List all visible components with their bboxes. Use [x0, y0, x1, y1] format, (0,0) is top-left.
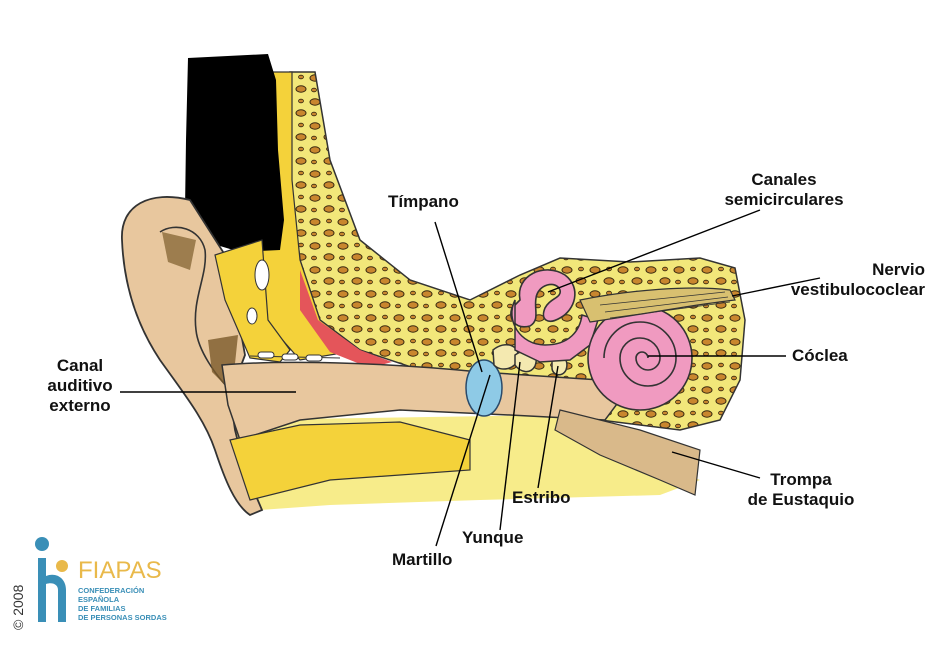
label-canal-auditivo-externo: Canal auditivo externo [36, 356, 124, 416]
label-timpano-text: Tímpano [388, 192, 459, 212]
label-line: de Eustaquio [736, 490, 866, 510]
label-line: Cóclea [792, 346, 848, 366]
label-line: Canales [714, 170, 854, 190]
label-line: semicirculares [714, 190, 854, 210]
label-yunque: Yunque [462, 528, 523, 548]
label-line: Estribo [512, 488, 571, 508]
logo-sub-line: DE PERSONAS SORDAS [78, 613, 167, 622]
label-line: Martillo [392, 550, 452, 570]
label-line: Trompa [736, 470, 866, 490]
label-line: Nervio [760, 260, 925, 280]
cochlea [588, 306, 692, 410]
label-canales-semicirculares: Canales semicirculares [714, 170, 854, 210]
label-martillo: Martillo [392, 550, 452, 570]
logo-subtitle: CONFEDERACIÓN ESPAÑOLA DE FAMILIAS DE PE… [78, 586, 167, 622]
logo-name: FIAPAS [78, 557, 162, 585]
copyright-notice: © 2008 [10, 585, 26, 630]
logo-sub-line: CONFEDERACIÓN [78, 586, 167, 595]
cartilage-spot-2 [247, 308, 257, 324]
logo-sub-line: DE FAMILIAS [78, 604, 167, 613]
fiapas-logo-mark [32, 536, 76, 628]
eardrum [466, 360, 502, 416]
label-line: externo [36, 396, 124, 416]
label-nervio-vestibulococlear: Nervio vestibulococlear [760, 260, 925, 300]
label-trompa-de-eustaquio: Trompa de Eustaquio [736, 470, 866, 510]
label-line: Canal [36, 356, 124, 376]
logo-sub-line: ESPAÑOLA [78, 595, 167, 604]
label-coclea: Cóclea [792, 346, 848, 366]
label-timpano: Tímpano [388, 192, 459, 212]
cartilage-spot-1 [255, 260, 269, 290]
label-estribo: Estribo [512, 488, 571, 508]
label-line: auditivo [36, 376, 124, 396]
label-line: Yunque [462, 528, 523, 548]
label-line: vestibulococlear [760, 280, 925, 300]
